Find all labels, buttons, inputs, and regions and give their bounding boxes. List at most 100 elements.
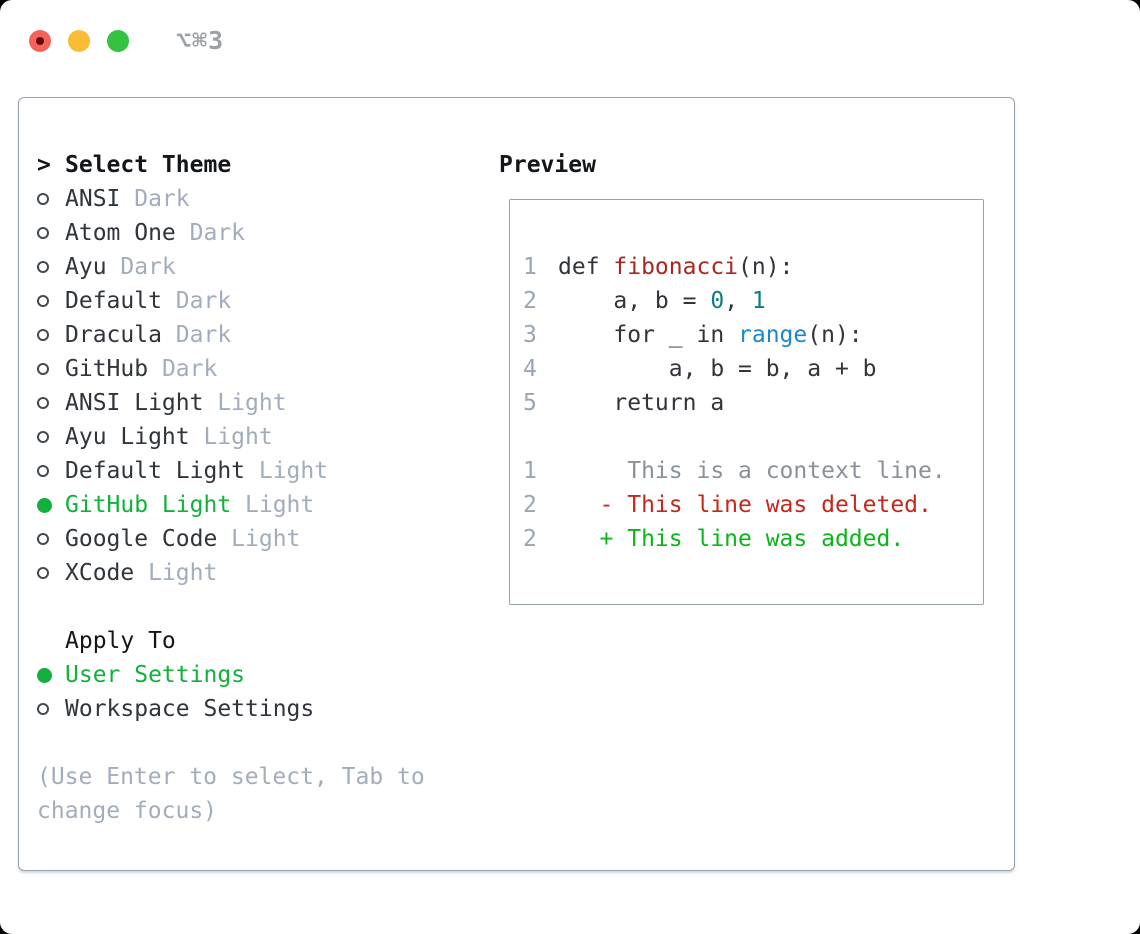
zoom-button-icon[interactable] xyxy=(107,29,129,52)
theme-name: XCode xyxy=(65,560,135,586)
theme-variant-label: Dark xyxy=(175,322,232,348)
select-theme-header: Select Theme xyxy=(65,152,232,178)
code-line: 1 def fibonacci(n): xyxy=(523,250,983,284)
code-content: a, b = 0, 1 xyxy=(558,284,766,318)
line-number: 4 xyxy=(523,356,537,382)
radio-icon xyxy=(37,397,49,409)
code-line: 1 This is a context line. xyxy=(523,454,983,488)
window-title-shortcut: ⌥⌘3 xyxy=(176,26,225,55)
line-number: 5 xyxy=(523,390,537,416)
code-segment: - This line was deleted. xyxy=(558,492,932,518)
radio-icon xyxy=(37,261,49,273)
radio-icon xyxy=(37,193,49,205)
code-segment: , xyxy=(724,288,752,314)
code-content: return a xyxy=(558,386,724,420)
apply-option-label: Workspace Settings xyxy=(65,696,315,722)
theme-name: Default xyxy=(65,288,162,314)
code-segment: def xyxy=(558,254,614,280)
code-line xyxy=(523,420,983,454)
radio-icon xyxy=(37,567,49,579)
code-line: 5 return a xyxy=(523,386,983,420)
line-number xyxy=(523,420,558,454)
code-segment: + This line was added. xyxy=(558,526,905,552)
close-button-icon[interactable] xyxy=(29,29,51,52)
code-content: def fibonacci(n): xyxy=(558,250,793,284)
code-segment: for _ in xyxy=(558,322,739,348)
apply-option-user-settings[interactable]: User Settings xyxy=(37,658,425,692)
code-content: + This line was added. xyxy=(558,522,905,556)
code-segment: 0 xyxy=(710,288,725,314)
radio-icon xyxy=(37,703,49,715)
theme-variant-label: Light xyxy=(148,560,218,586)
theme-variant-label: Dark xyxy=(189,220,246,246)
code-content: a, b = b, a + b xyxy=(558,352,877,386)
preview-header: Preview xyxy=(499,152,596,178)
code-line: 4 a, b = b, a + b xyxy=(523,352,983,386)
spacer-row xyxy=(37,590,425,624)
prompt-icon: > xyxy=(37,152,51,178)
code-line: 2 a, b = 0, 1 xyxy=(523,284,983,318)
code-segment: 1 xyxy=(751,288,766,314)
select-theme-header-row: > Select Theme xyxy=(37,148,425,182)
radio-icon xyxy=(37,227,49,239)
minimize-button-icon[interactable] xyxy=(68,29,90,52)
code-segment: fibonacci xyxy=(613,254,739,280)
spacer-row xyxy=(37,726,425,760)
theme-name: Google Code xyxy=(65,526,218,552)
code-segment: range xyxy=(738,322,808,348)
code-content: This is a context line. xyxy=(558,454,946,488)
radio-icon xyxy=(37,667,52,683)
theme-option-google-code[interactable]: Google Code Light xyxy=(37,522,425,556)
apply-option-label: User Settings xyxy=(65,662,246,688)
radio-icon xyxy=(37,533,49,545)
line-number: 2 xyxy=(523,288,537,314)
radio-icon xyxy=(37,329,49,341)
record-dot-icon xyxy=(36,36,44,45)
theme-name: ANSI xyxy=(65,186,121,212)
titlebar: ⌥⌘3 xyxy=(29,26,224,55)
hint-line-1: (Use Enter to select, Tab to xyxy=(37,764,425,790)
code-segment: return a xyxy=(558,390,725,416)
theme-option-xcode[interactable]: XCode Light xyxy=(37,556,425,590)
theme-variant-label: Light xyxy=(217,390,287,416)
line-number: 2 xyxy=(523,526,537,552)
line-number: 3 xyxy=(523,322,537,348)
theme-variant-label: Dark xyxy=(134,186,190,212)
theme-name: Ayu xyxy=(65,254,107,280)
code-segment: (n): xyxy=(807,322,863,348)
apply-to-header: Apply To xyxy=(65,628,176,654)
code-line: 2 - This line was deleted. xyxy=(523,488,983,522)
code-content: for _ in range(n): xyxy=(558,318,863,352)
line-number: 1 xyxy=(523,254,537,280)
apply-option-workspace-settings[interactable]: Workspace Settings xyxy=(37,692,425,726)
radio-icon xyxy=(37,295,49,307)
theme-option-ansi-light[interactable]: ANSI Light Light xyxy=(37,386,425,420)
theme-name: ANSI Light xyxy=(65,390,204,416)
code-content: - This line was deleted. xyxy=(558,488,932,522)
theme-option-ansi[interactable]: ANSI Dark xyxy=(37,182,425,216)
radio-icon xyxy=(37,465,49,477)
theme-variant-label: Light xyxy=(231,526,301,552)
code-segment: a, b = b, a + b xyxy=(558,356,877,382)
theme-name: GitHub Light xyxy=(65,492,232,518)
theme-variant-label: Light xyxy=(203,424,273,450)
theme-variant-label: Light xyxy=(258,458,329,484)
hint-line-2: change focus) xyxy=(37,798,218,824)
theme-name: GitHub xyxy=(65,356,149,382)
line-number: 1 xyxy=(523,458,537,484)
code-line: 2 + This line was added. xyxy=(523,522,983,556)
